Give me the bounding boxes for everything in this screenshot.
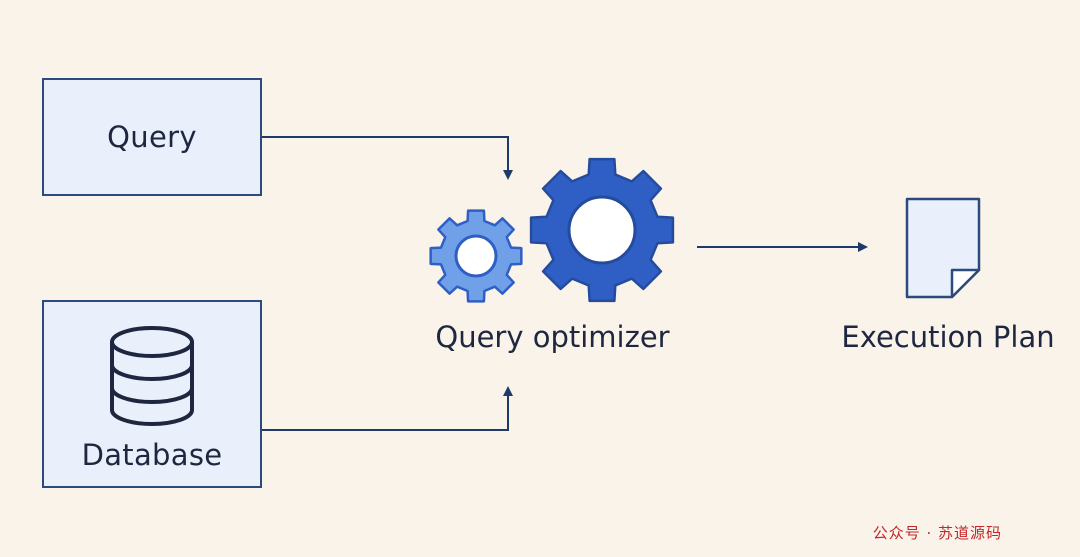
optimizer-label: Query optimizer [435, 320, 670, 354]
execution-plan-label: Execution Plan [841, 320, 1055, 354]
watermark: 公众号 · 苏道源码 [872, 524, 1002, 542]
database-box: Database [42, 300, 262, 488]
document-icon [905, 197, 981, 299]
arrow-database-to-optimizer [262, 386, 513, 431]
query-label: Query [107, 120, 197, 154]
large-gear-icon [529, 157, 675, 303]
small-gear-icon [429, 209, 523, 303]
database-icon [110, 326, 194, 426]
database-label: Database [81, 438, 223, 472]
arrow-query-to-optimizer [262, 136, 513, 180]
query-box: Query [42, 78, 262, 196]
